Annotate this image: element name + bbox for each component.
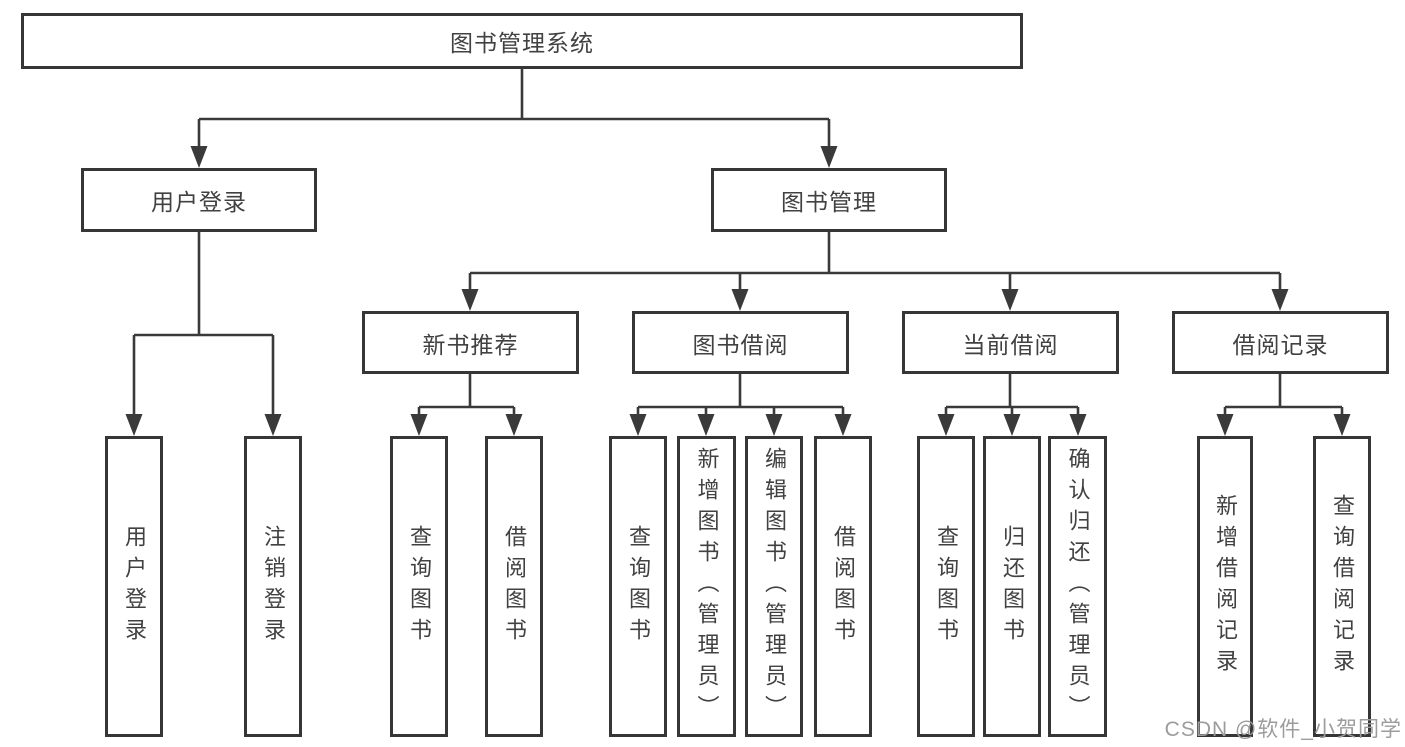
node-root-label: 图书管理系统: [450, 30, 594, 56]
node-current-borrowing-label: 当前借阅: [962, 331, 1059, 358]
node-user-login: 用户登录: [81, 168, 317, 232]
node-book-management-label: 图书管理: [781, 189, 877, 215]
leaf-current-query-books-label: 查询图书: [934, 524, 959, 649]
leaf-borrow-add-books-admin-label: 新增图书（管理员）: [694, 447, 720, 726]
leaf-logout-label: 注销登录: [261, 524, 286, 649]
leaf-borrow-query-books: 查询图书: [609, 436, 667, 737]
leaf-records-query-record: 查询借阅记录: [1313, 436, 1371, 737]
arrowheads: [125, 146, 1351, 436]
leaf-current-confirm-return-admin: 确认归还（管理员）: [1048, 436, 1107, 737]
node-new-book-recommend-label: 新书推荐: [422, 331, 519, 358]
leaf-recommend-query-books-label: 查询图书: [407, 524, 432, 649]
leaf-logout: 注销登录: [244, 436, 302, 737]
node-book-borrowing-label: 图书借阅: [692, 331, 789, 358]
leaf-borrow-edit-books-admin-label: 编辑图书（管理员）: [762, 447, 787, 726]
node-user-login-label: 用户登录: [151, 189, 247, 215]
leaf-recommend-borrow-books-label: 借阅图书: [502, 524, 527, 649]
leaf-recommend-borrow-books: 借阅图书: [485, 436, 543, 737]
tree-edges: [132, 69, 1344, 418]
leaf-user-login: 用户登录: [105, 436, 163, 737]
leaf-borrow-borrow-books-label: 借阅图书: [831, 524, 856, 649]
leaf-borrow-add-books-admin: 新增图书（管理员）: [677, 436, 736, 737]
node-borrowing-records-label: 借阅记录: [1232, 331, 1329, 358]
leaf-current-confirm-return-admin-label: 确认归还（管理员）: [1065, 447, 1091, 726]
leaf-records-query-record-label: 查询借阅记录: [1330, 493, 1355, 680]
leaf-current-query-books: 查询图书: [917, 436, 975, 737]
node-current-borrowing: 当前借阅: [902, 311, 1119, 374]
leaf-recommend-query-books: 查询图书: [390, 436, 448, 737]
leaf-current-return-books: 归还图书: [983, 436, 1041, 737]
node-borrowing-records: 借阅记录: [1172, 311, 1389, 374]
leaf-borrow-query-books-label: 查询图书: [626, 524, 651, 649]
leaf-current-return-books-label: 归还图书: [1000, 524, 1025, 649]
node-new-book-recommend: 新书推荐: [362, 311, 579, 374]
leaf-user-login-label: 用户登录: [122, 524, 147, 649]
leaf-borrow-borrow-books: 借阅图书: [814, 436, 872, 737]
node-book-management: 图书管理: [711, 168, 947, 232]
csdn-watermark: CSDN @软件_小贺同学: [1164, 718, 1402, 741]
leaf-borrow-edit-books-admin: 编辑图书（管理员）: [745, 436, 803, 737]
leaf-records-add-record: 新增借阅记录: [1197, 436, 1253, 737]
node-book-borrowing: 图书借阅: [632, 311, 849, 374]
leaf-records-add-record-label: 新增借阅记录: [1213, 493, 1238, 680]
node-root: 图书管理系统: [21, 13, 1023, 69]
